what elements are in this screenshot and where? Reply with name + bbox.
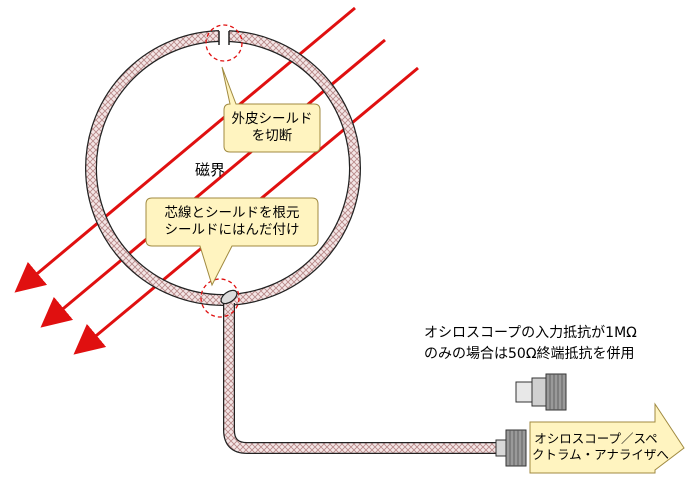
field-line-2 bbox=[40, 38, 386, 328]
termination-note-line2: のみの場合は50Ω終端抵抗を併用 bbox=[424, 346, 635, 362]
termination-note-line1: オシロスコープの入力抵抗が1MΩ bbox=[424, 325, 637, 341]
output-arrow-text: オシロスコープ／スペ クトラム・アナライザへ bbox=[532, 431, 669, 463]
callout-top-text: 外皮シールド を切断 bbox=[226, 111, 318, 145]
solder-joint bbox=[220, 289, 238, 305]
highlight-cut bbox=[205, 24, 243, 62]
termination-note: オシロスコープの入力抵抗が1MΩ のみの場合は50Ω終端抵抗を併用 bbox=[424, 325, 637, 363]
callout-top-line1: 外皮シールド bbox=[231, 111, 313, 127]
output-arrow-line2: クトラム・アナライザへ bbox=[532, 447, 669, 462]
output-arrow-line1: オシロスコープ／スペ bbox=[534, 431, 658, 446]
callout-bottom-line1: 芯線とシールドを根元 bbox=[164, 205, 300, 221]
bnc-connector-icon bbox=[495, 429, 527, 467]
field-label: 磁界 bbox=[195, 161, 226, 179]
highlight-solder bbox=[200, 278, 240, 318]
terminator-icon bbox=[515, 373, 567, 411]
lead-cable bbox=[220, 289, 500, 454]
output-arrow bbox=[529, 402, 685, 474]
callout-bottom-text: 芯線とシールドを根元 シールドにはんだ付け bbox=[148, 205, 316, 239]
callout-top-line2: を切断 bbox=[251, 128, 293, 144]
callout-bottom-box bbox=[145, 197, 319, 287]
callout-top-box bbox=[221, 66, 321, 153]
shield-cut-gap bbox=[219, 30, 229, 46]
callout-bottom-line2: シールドにはんだ付け bbox=[164, 222, 300, 238]
